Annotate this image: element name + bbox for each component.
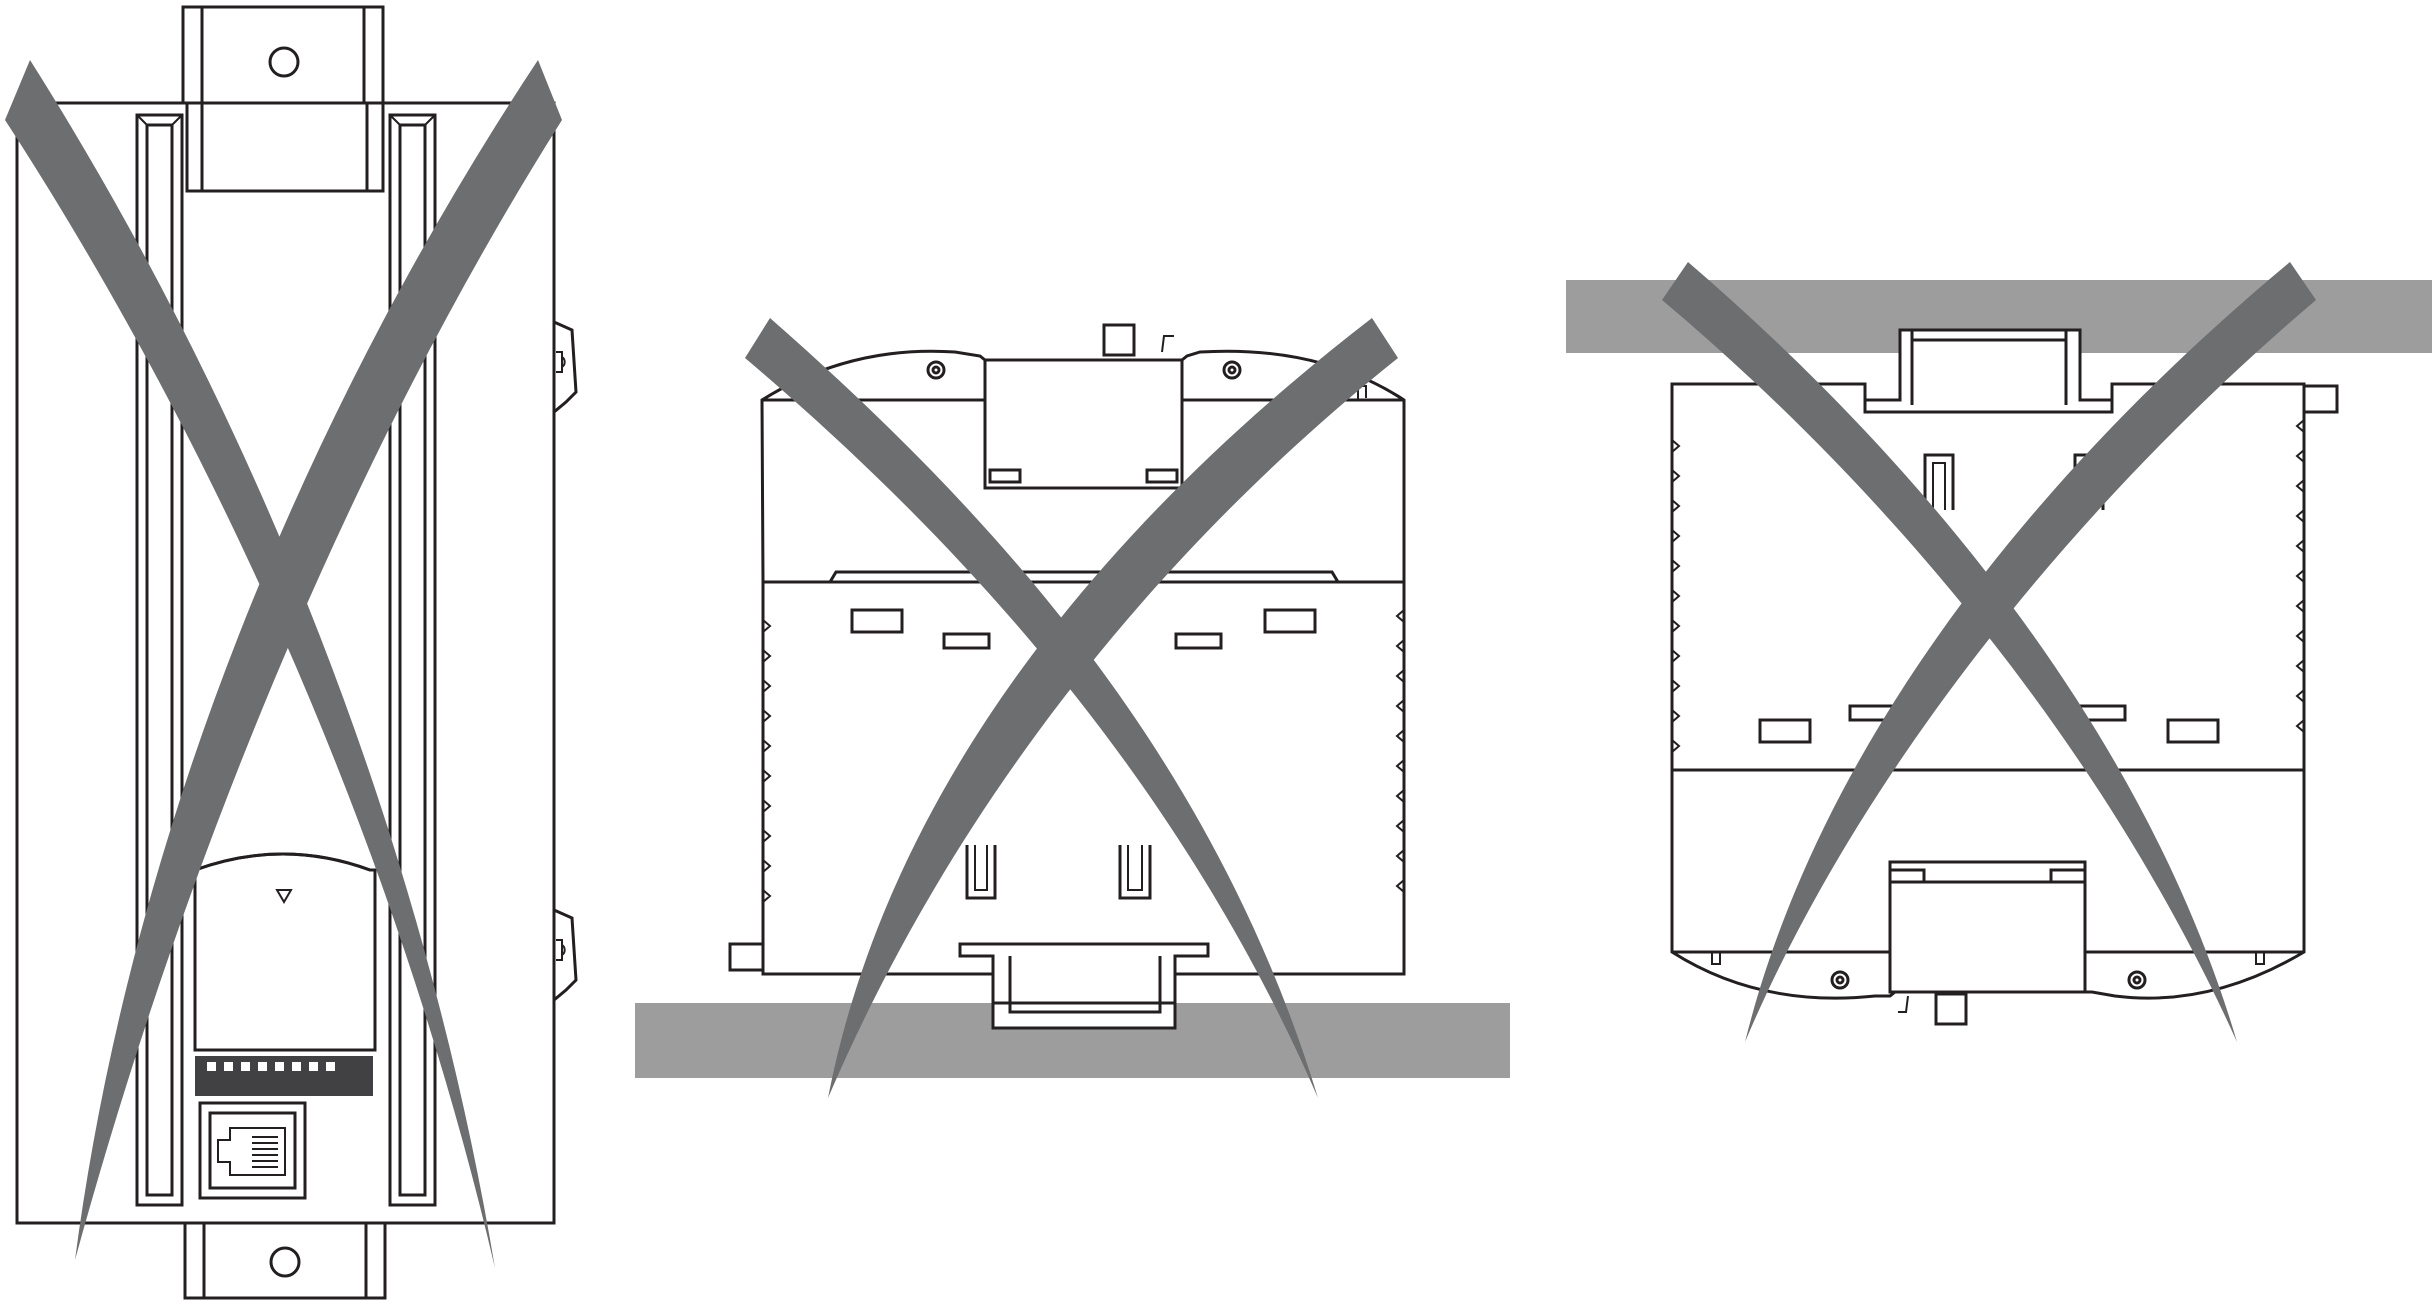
x-mark-icon xyxy=(1662,262,2316,1042)
panel-vertical-mounting xyxy=(5,5,578,1300)
triangle-down-icon xyxy=(275,889,293,904)
upper-housing xyxy=(760,323,1406,584)
x-mark-icon xyxy=(5,60,562,1268)
x-mark-icon xyxy=(745,318,1398,1098)
bottom-din-clip xyxy=(183,1221,387,1300)
module-body xyxy=(15,101,556,1225)
side-latch-upper xyxy=(552,319,578,416)
panel-horizontal-mounting xyxy=(635,318,1510,1098)
port-door xyxy=(193,852,377,1052)
rj45-port-icon xyxy=(198,1101,307,1200)
left-rail-channel xyxy=(135,113,184,1207)
port-indicator-strip xyxy=(195,1056,373,1096)
panel-upside-down-mounting xyxy=(1566,262,2432,1042)
din-rail-clip-top xyxy=(1863,328,2114,414)
right-rail-channel xyxy=(388,113,437,1207)
side-latch-lower xyxy=(552,907,578,1004)
top-clip-slide xyxy=(185,101,385,193)
top-din-clip xyxy=(181,5,385,109)
